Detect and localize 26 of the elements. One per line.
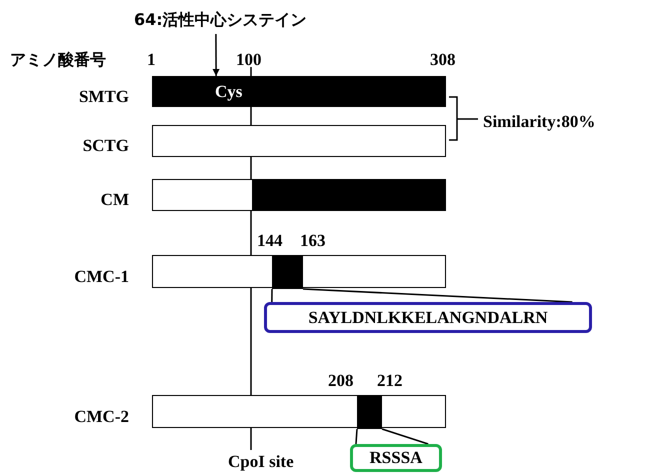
row-label: SMTG	[78, 86, 129, 106]
position-number: 208	[328, 371, 354, 391]
position-number: 144	[257, 231, 282, 251]
sequence-text: RSSSA	[370, 448, 422, 468]
mutated-segment	[272, 256, 303, 289]
leader-line	[355, 428, 358, 444]
residue-label: Cys	[215, 82, 242, 102]
sequence-box	[350, 444, 442, 472]
annotation-text: 64:活性中心システイン	[134, 10, 307, 30]
position-number: 163	[300, 231, 326, 251]
axis-title: アミノ酸番号	[10, 50, 106, 70]
leader-line	[271, 289, 273, 302]
row-label: SCTG	[82, 136, 129, 156]
position-number: 308	[430, 50, 456, 70]
position-number: 100	[236, 50, 262, 70]
row-label: CMC-1	[74, 266, 129, 286]
site-label: CpoI site	[228, 452, 294, 472]
row-label: CM	[100, 190, 129, 210]
position-number: 212	[377, 371, 402, 391]
sequence-text: SAYLDNLKKELANGNDALRN	[308, 308, 548, 328]
similarity-label: Similarity:80%	[483, 112, 596, 132]
sequence-box	[264, 302, 592, 333]
arrow	[212, 34, 220, 76]
position-number: 1	[147, 50, 156, 70]
mutated-segment	[357, 396, 382, 429]
row-label: CMC-2	[74, 406, 129, 426]
